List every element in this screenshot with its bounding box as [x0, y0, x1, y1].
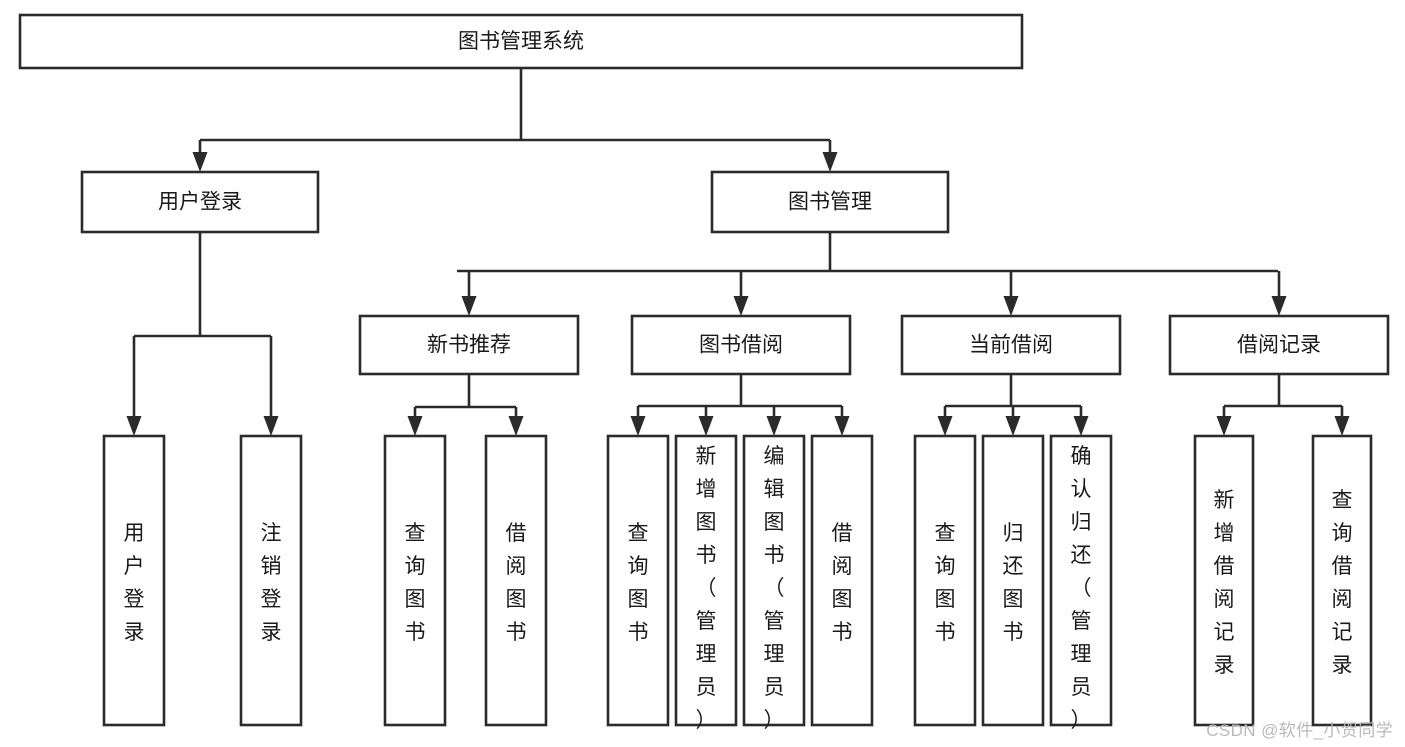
node-current-borrow[interactable]: 当前借阅: [900, 314, 1122, 376]
node-box-leaf-confirm-return: [1049, 434, 1113, 727]
node-label-book-manage: 图书管理: [788, 191, 872, 214]
node-leaf-add-record[interactable]: 新增借阅记录: [1193, 434, 1255, 727]
node-leaf-borrow-book-1[interactable]: 借阅图书: [484, 434, 548, 727]
node-leaf-query-book-1[interactable]: 查询图书: [383, 434, 447, 727]
book-manage-to-l2-arrow-current-borrow: [1003, 296, 1019, 316]
book-manage-to-l2-arrow-new-book-recommend: [461, 296, 477, 316]
node-leaf-query-record[interactable]: 查询借阅记录: [1311, 434, 1373, 727]
node-box-book-manage: [710, 170, 950, 234]
node-box-borrow-record: [1168, 314, 1390, 376]
current-to-leaves-arrow-leaf-return-book: [1005, 416, 1021, 436]
node-leaf-confirm-return[interactable]: 确认归还（管理员）: [1049, 434, 1113, 732]
node-label-leaf-query-book-1: 查询图书: [405, 522, 426, 644]
user-login-to-leaves-arrow-leaf-user-login: [126, 416, 142, 436]
node-new-book-recommend[interactable]: 新书推荐: [358, 314, 580, 376]
node-label-root: 图书管理系统: [458, 30, 584, 53]
root-to-l1-arrow-user-login: [192, 152, 208, 172]
node-book-manage[interactable]: 图书管理: [710, 170, 950, 234]
node-label-new-book-recommend: 新书推荐: [427, 334, 511, 357]
node-label-leaf-borrow-book-1: 借阅图书: [506, 522, 527, 644]
recommend-to-leaves-arrow-leaf-query-book-1: [407, 416, 423, 436]
node-box-current-borrow: [900, 314, 1122, 376]
node-leaf-logout[interactable]: 注销登录: [239, 434, 303, 727]
node-borrow-record[interactable]: 借阅记录: [1168, 314, 1390, 376]
node-box-new-book-recommend: [358, 314, 580, 376]
node-label-leaf-query-record: 查询借阅记录: [1332, 489, 1353, 677]
node-layer: 图书管理系统用户登录图书管理新书推荐图书借阅当前借阅借阅记录用户登录注销登录查询…: [18, 13, 1390, 732]
node-box-leaf-return-book: [981, 434, 1045, 727]
node-label-leaf-borrow-book-2: 借阅图书: [832, 522, 853, 644]
node-label-leaf-add-book: 新增图书（管理员）: [696, 445, 717, 732]
user-login-to-leaves-arrow-leaf-logout: [263, 416, 279, 436]
record-to-leaves-arrow-leaf-add-record: [1216, 416, 1232, 436]
node-box-leaf-borrow-book-2: [810, 434, 874, 727]
node-box-leaf-query-book-3: [913, 434, 977, 727]
node-label-leaf-user-login: 用户登录: [124, 522, 145, 644]
node-label-book-borrow: 图书借阅: [699, 334, 783, 357]
borrow-to-leaves-arrow-leaf-borrow-book-2: [834, 416, 850, 436]
node-label-borrow-record: 借阅记录: [1237, 334, 1321, 357]
node-label-leaf-add-record: 新增借阅记录: [1214, 489, 1235, 677]
borrow-to-leaves-arrow-leaf-edit-book: [766, 416, 782, 436]
book-manage-to-l2-arrow-book-borrow: [733, 296, 749, 316]
node-box-leaf-query-record: [1311, 434, 1373, 727]
node-user-login[interactable]: 用户登录: [80, 170, 320, 234]
node-book-borrow[interactable]: 图书借阅: [630, 314, 852, 376]
book-manage-to-l2-arrow-borrow-record: [1271, 296, 1287, 316]
node-box-leaf-query-book-2: [606, 434, 670, 727]
node-box-leaf-query-book-1: [383, 434, 447, 727]
node-leaf-query-book-3[interactable]: 查询图书: [913, 434, 977, 727]
current-to-leaves-arrow-leaf-confirm-return: [1073, 416, 1089, 436]
node-root[interactable]: 图书管理系统: [18, 13, 1024, 70]
node-leaf-return-book[interactable]: 归还图书: [981, 434, 1045, 727]
node-box-leaf-logout: [239, 434, 303, 727]
node-label-leaf-confirm-return: 确认归还（管理员）: [1071, 445, 1092, 732]
borrow-to-leaves-arrow-leaf-query-book-2: [630, 416, 646, 436]
current-to-leaves-arrow-leaf-query-book-3: [937, 416, 953, 436]
node-label-leaf-query-book-3: 查询图书: [935, 522, 956, 644]
node-box-leaf-user-login: [102, 434, 166, 727]
node-box-book-borrow: [630, 314, 852, 376]
node-label-leaf-query-book-2: 查询图书: [628, 522, 649, 644]
root-to-l1-arrow-book-manage: [822, 152, 838, 172]
node-label-current-borrow: 当前借阅: [969, 334, 1053, 357]
node-box-root: [18, 13, 1024, 70]
node-box-user-login: [80, 170, 320, 234]
recommend-to-leaves-arrow-leaf-borrow-book-1: [508, 416, 524, 436]
node-box-leaf-borrow-book-1: [484, 434, 548, 727]
node-leaf-add-book[interactable]: 新增图书（管理员）: [674, 434, 738, 732]
node-box-leaf-add-record: [1193, 434, 1255, 727]
connector-layer: [126, 68, 1350, 436]
record-to-leaves-arrow-leaf-query-record: [1334, 416, 1350, 436]
node-leaf-edit-book[interactable]: 编辑图书（管理员）: [742, 434, 806, 732]
node-label-user-login: 用户登录: [158, 191, 242, 214]
node-box-leaf-add-book: [674, 434, 738, 727]
node-leaf-user-login[interactable]: 用户登录: [102, 434, 166, 727]
node-leaf-query-book-2[interactable]: 查询图书: [606, 434, 670, 727]
node-label-leaf-logout: 注销登录: [261, 522, 282, 644]
node-label-leaf-return-book: 归还图书: [1003, 522, 1024, 644]
borrow-to-leaves-arrow-leaf-add-book: [698, 416, 714, 436]
node-leaf-borrow-book-2[interactable]: 借阅图书: [810, 434, 874, 727]
node-box-leaf-edit-book: [742, 434, 806, 727]
watermark-label: CSDN @软件_小贺同学: [1206, 721, 1393, 740]
node-label-leaf-edit-book: 编辑图书（管理员）: [764, 445, 785, 732]
